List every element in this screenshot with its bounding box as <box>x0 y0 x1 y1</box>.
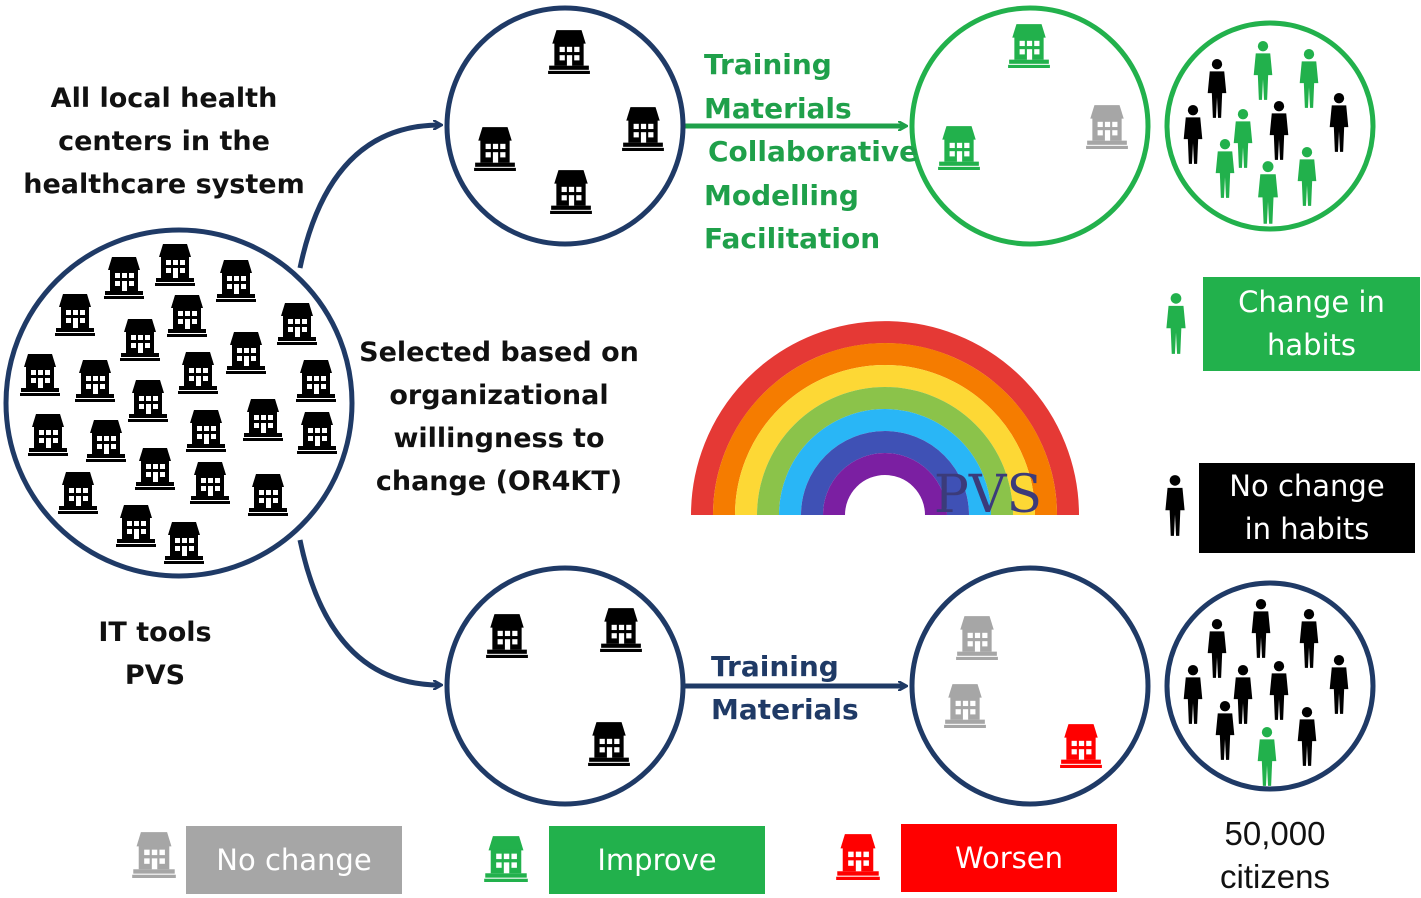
label-line: Facilitation <box>704 222 881 255</box>
label-line: Training <box>704 48 832 81</box>
label-line: healthcare system <box>23 169 305 200</box>
selected-label: Selected based on organizational willing… <box>358 331 640 503</box>
legend-line: in habits <box>1244 512 1370 546</box>
house-icon <box>484 836 528 882</box>
house-icon <box>836 834 880 880</box>
label-line: Materials <box>704 91 852 125</box>
label-line: Training <box>711 650 839 683</box>
green-interventions-label: Training Materials Collaborative Modelli… <box>704 43 919 261</box>
all-centers-label: All local health centers in the healthca… <box>18 77 310 206</box>
label-line: change (OR4KT) <box>375 466 623 497</box>
person-icon <box>1166 293 1186 354</box>
label-line: 50,000 <box>1224 815 1326 852</box>
legend-no-change-in-habits: No change in habits <box>1199 463 1415 553</box>
connectors <box>297 125 905 686</box>
it-tools-label: IT tools PVS <box>70 611 240 697</box>
rainbow-text: PVS <box>934 465 1042 525</box>
arrow-to-top-group <box>297 125 440 269</box>
legend-line: habits <box>1266 328 1357 362</box>
label-line: centers in the <box>58 126 270 157</box>
label-line: Modelling <box>704 178 859 212</box>
bottom-selected-circle <box>444 565 686 807</box>
label-line: organizational <box>389 380 609 411</box>
citizens-label: 50,000 citizens <box>1190 812 1360 898</box>
navy-interventions-label: Training Materials <box>711 645 881 731</box>
person-icon <box>1165 475 1185 536</box>
house-icon <box>132 832 176 878</box>
legend-line: No change <box>1229 469 1385 503</box>
legend-text: No change <box>216 842 372 877</box>
label-line: PVS <box>124 660 186 691</box>
label-line: Collaborative <box>708 135 919 168</box>
label-line: Selected based on <box>359 337 639 368</box>
rainbow-logo <box>691 321 1079 516</box>
legend-text: Improve <box>597 842 717 877</box>
legend-line: Change in <box>1238 285 1385 319</box>
label-line: IT tools <box>98 617 212 648</box>
label-line: Materials <box>711 693 859 726</box>
arrow-to-bottom-group <box>297 539 440 685</box>
label-line: willingness to <box>393 423 605 454</box>
label-line: All local health <box>50 83 278 114</box>
top-outcome-circle <box>909 5 1151 247</box>
legend-text: Worsen <box>955 840 1063 875</box>
legend-change-in-habits: Change in habits <box>1203 277 1420 371</box>
label-line: citizens <box>1219 858 1331 895</box>
bottom-outcome-circle <box>909 565 1151 807</box>
legend-worsen: Worsen <box>901 824 1117 892</box>
legend-no-change: No change <box>186 826 402 894</box>
top-selected-circle <box>444 5 686 247</box>
legend-improve: Improve <box>549 826 765 894</box>
